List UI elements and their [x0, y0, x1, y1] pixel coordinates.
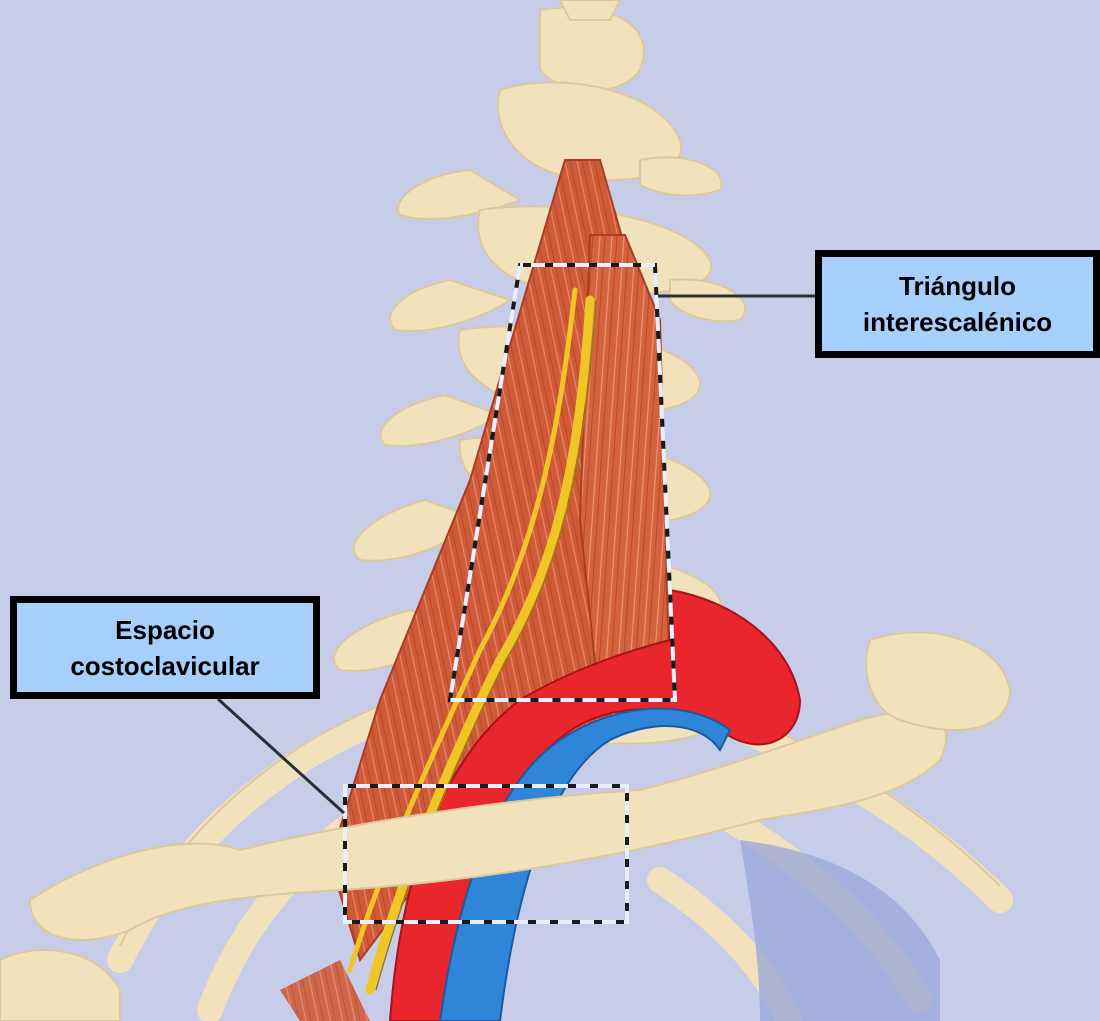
interscalene-triangle-label-text: Triángulo interescalénico — [863, 268, 1052, 340]
costoclavicular-space-label-text: Espacio costoclavicular — [70, 612, 259, 684]
costoclavicular-space-label: Espacio costoclavicular — [10, 596, 320, 699]
interscalene-triangle-label: Triángulo interescalénico — [815, 250, 1100, 358]
